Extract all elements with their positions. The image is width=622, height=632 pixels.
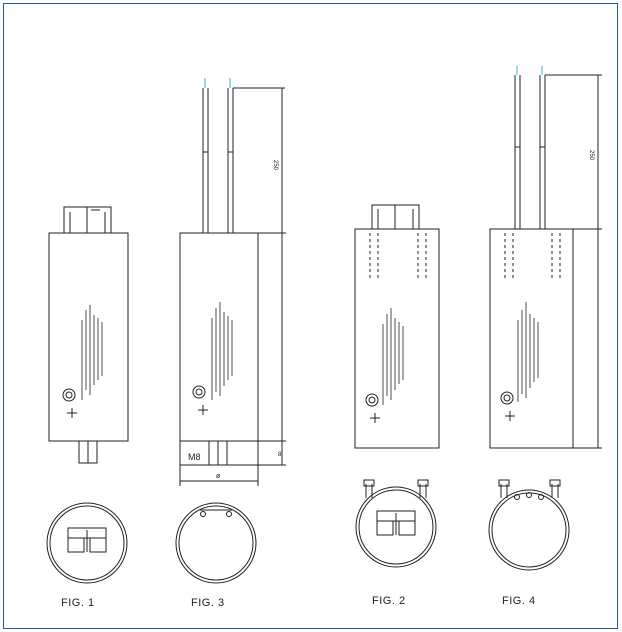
- fig2-capacitor-body: [354, 228, 440, 449]
- fig1-capacitor-body: [48, 232, 129, 442]
- fig2-approval-mark: [365, 393, 379, 407]
- fig4-marking-text: [517, 302, 539, 402]
- fig2-caption: FIG. 2: [372, 595, 406, 607]
- fig2-capacitor-side-view: [354, 204, 440, 449]
- fig2-end-view: [355, 479, 437, 568]
- fig1-approval-mark: [62, 388, 76, 402]
- fig4-caption: FIG. 4: [502, 595, 536, 607]
- fig2-hidden-terminals: [369, 233, 427, 280]
- fig4-capacitor-side-view: [489, 74, 602, 449]
- fig4-lead-dimension-label: 250: [588, 150, 594, 161]
- fig3-approval-mark: [192, 385, 206, 399]
- fig3-capacitor-body: [179, 232, 259, 442]
- fig3-lead-dimension-label: 250: [272, 160, 278, 171]
- fig1-caption: FIG. 1: [61, 597, 95, 609]
- fig3-width-label: ø: [216, 473, 221, 480]
- fig4-hidden-terminals: [504, 233, 561, 280]
- fig4-end-view: [488, 479, 570, 571]
- fig1-end-view: [46, 502, 128, 584]
- fig3-marking-text: [211, 302, 233, 400]
- fig4-capacitor-body: [489, 228, 574, 449]
- fig1-marking-text: [81, 305, 103, 400]
- fig3-end-view: [175, 502, 257, 584]
- fig4-approval-mark: [500, 391, 514, 405]
- fig3-caption: FIG. 3: [191, 597, 225, 609]
- fig3-capacitor-side-view: [179, 87, 286, 486]
- fig3-base-dimension-label: 8: [278, 452, 282, 458]
- fig2-marking-text: [382, 308, 404, 405]
- fig3-m8-label: M8: [188, 452, 201, 462]
- fig1-capacitor-side-view: [48, 206, 129, 464]
